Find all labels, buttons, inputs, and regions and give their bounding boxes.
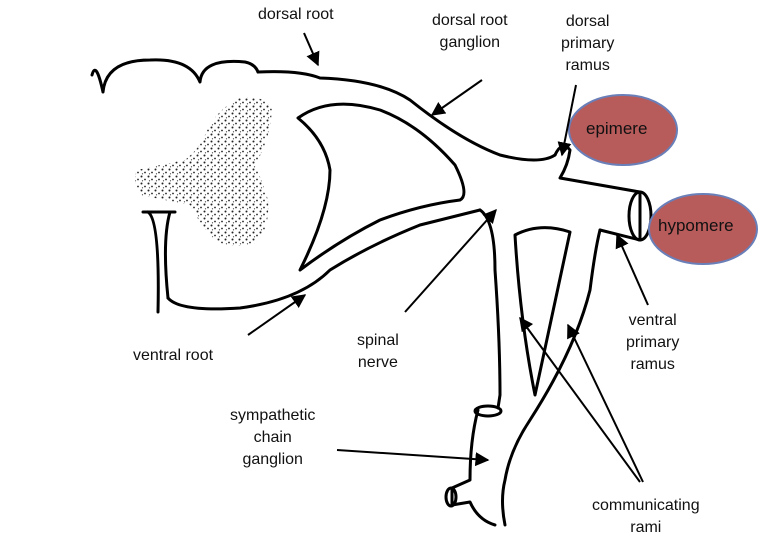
label-scg-line2: chain <box>253 429 292 446</box>
dorsal-root-inner <box>296 102 466 272</box>
spinal-cord-outline <box>90 58 260 94</box>
label-cr-line2: rami <box>630 519 662 536</box>
ventral-ramus-end <box>627 190 653 242</box>
label-dorsal-root-ganglion: dorsal root ganglion <box>432 10 508 54</box>
label-sympathetic-chain-ganglion: sympathetic chain ganglion <box>230 405 315 471</box>
gray-ramus-left <box>478 208 502 410</box>
arrow-comm-rami-1 <box>519 316 641 483</box>
label-epimere: epimere <box>586 119 648 138</box>
arrow-drg <box>430 79 483 116</box>
grey-matter <box>135 97 272 246</box>
arrow-vpr <box>615 233 649 306</box>
dorsal-root-outline <box>256 70 557 162</box>
ventral-root-outline <box>166 208 482 311</box>
label-cr-line1: communicating <box>592 497 700 514</box>
sympathetic-ganglion-outline <box>450 408 497 527</box>
white-ramus-outline <box>501 228 602 527</box>
hypomere-blob <box>648 193 758 265</box>
label-ventral-root: ventral root <box>133 345 213 367</box>
arrow-dpr <box>557 84 577 157</box>
label-scg-line3: ganglion <box>242 451 303 468</box>
label-spinal-line1: spinal <box>357 332 399 349</box>
label-vpr-line1: ventral <box>628 312 677 329</box>
label-dorsal-root-text: dorsal root <box>258 6 334 23</box>
label-vpr-line3: ramus <box>630 356 675 373</box>
label-scg-line1: sympathetic <box>230 407 316 424</box>
white-ramus-inner <box>513 226 572 397</box>
label-spinal-nerve: spinal nerve <box>357 330 399 374</box>
label-vpr-line2: primary <box>626 334 680 351</box>
label-ventral-primary-ramus: ventral primary ramus <box>626 310 679 376</box>
ganglion-top <box>473 404 503 418</box>
label-hypomere: hypomere <box>658 216 734 235</box>
ventral-fissure <box>141 210 177 314</box>
arrow-spinal-nerve <box>404 208 497 313</box>
arrow-ventral-root <box>247 294 307 336</box>
ventral-ramus-outline <box>598 190 642 242</box>
label-dpr-line3: ramus <box>565 57 610 74</box>
label-dorsal-root: dorsal root <box>258 4 334 26</box>
label-drg-line1: dorsal root <box>432 12 508 29</box>
label-dpr-line2: primary <box>561 35 615 52</box>
arrow-comm-rami-2 <box>567 323 644 483</box>
label-spinal-line2: nerve <box>357 354 398 371</box>
ganglion-side <box>444 486 458 508</box>
label-communicating-rami: communicating rami <box>592 495 700 539</box>
label-drg-line2: ganglion <box>439 34 501 51</box>
label-ventral-root-text: ventral root <box>133 347 214 364</box>
label-dpr-line1: dorsal <box>565 13 610 30</box>
arrow-dorsal-root <box>303 32 320 67</box>
epimere-blob <box>568 94 678 166</box>
label-dorsal-primary-ramus: dorsal primary ramus <box>561 11 614 77</box>
arrow-sympathetic <box>336 449 490 467</box>
